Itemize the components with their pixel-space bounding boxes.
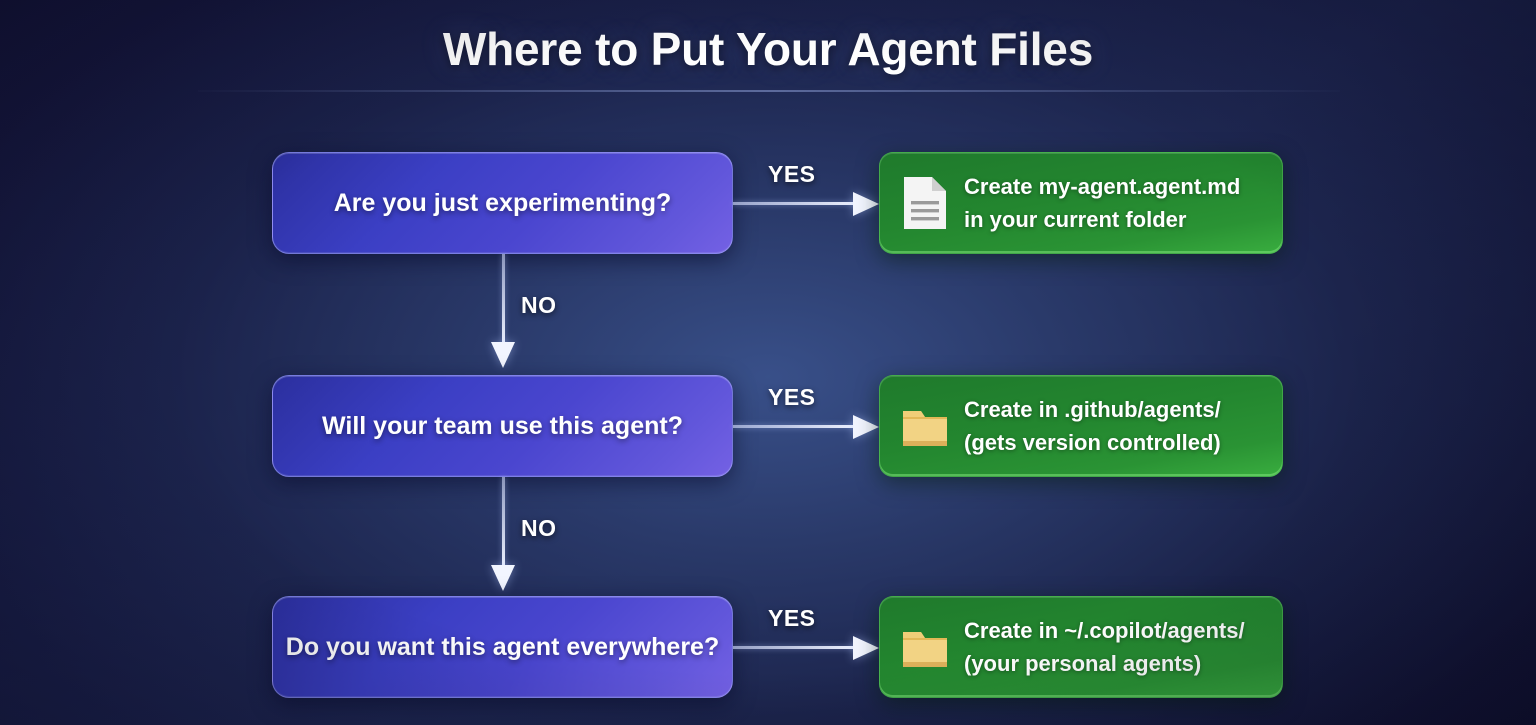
decision-box-0[interactable]: Are you just experimenting? (272, 152, 733, 254)
yes-arrow-2: YES (733, 605, 879, 660)
arrow-line (733, 202, 857, 205)
no-arrow-1: NO (483, 477, 556, 597)
arrow-line (502, 254, 505, 346)
action-text: Create in ~/.copilot/agents/ (your perso… (964, 615, 1245, 679)
action-line-2: in your current folder (964, 207, 1187, 232)
arrow-head-icon (491, 565, 515, 591)
no-label: NO (521, 515, 557, 541)
title-divider (198, 90, 1340, 92)
action-box-0[interactable]: Create my-agent.agent.md in your current… (879, 152, 1283, 254)
flow-row: Are you just experimenting? YES Create m… (0, 152, 1536, 254)
decision-label: Do you want this agent everywhere? (285, 632, 720, 661)
yes-arrow-1: YES (733, 384, 879, 439)
decision-box-2[interactable]: Do you want this agent everywhere? (272, 596, 733, 698)
decision-label: Are you just experimenting? (333, 188, 672, 217)
yes-label: YES (768, 161, 816, 187)
document-icon (904, 177, 946, 229)
arrow-line (502, 477, 505, 569)
action-line-2: (gets version controlled) (964, 430, 1221, 455)
page-title: Where to Put Your Agent Files (442, 23, 1094, 75)
arrow-line (733, 646, 857, 649)
arrow-line (733, 425, 857, 428)
flow-row: Do you want this agent everywhere? YES C… (0, 596, 1536, 698)
yes-label: YES (768, 384, 816, 410)
flow-row: Will your team use this agent? YES Creat… (0, 375, 1536, 477)
yes-label: YES (768, 605, 816, 631)
yes-arrow-0: YES (733, 161, 879, 216)
action-line-2: (your personal agents) (964, 651, 1202, 676)
decision-label: Will your team use this agent? (322, 411, 683, 440)
arrow-head-icon (853, 636, 879, 660)
action-text: Create in .github/agents/ (gets version … (964, 394, 1221, 458)
action-box-2[interactable]: Create in ~/.copilot/agents/ (your perso… (879, 596, 1283, 698)
decision-box-1[interactable]: Will your team use this agent? (272, 375, 733, 477)
action-line-1: Create in ~/.copilot/agents/ (964, 617, 1245, 643)
no-arrow-0: NO (483, 254, 556, 374)
folder-icon (903, 632, 947, 667)
no-label: NO (521, 292, 557, 318)
action-line-1: Create my-agent.agent.md (964, 173, 1241, 199)
arrow-head-icon (853, 415, 879, 439)
folder-icon (903, 411, 947, 446)
action-text: Create my-agent.agent.md in your current… (964, 171, 1240, 235)
arrow-head-icon (491, 342, 515, 368)
arrow-head-icon (853, 192, 879, 216)
action-line-1: Create in .github/agents/ (964, 396, 1221, 422)
action-box-1[interactable]: Create in .github/agents/ (gets version … (879, 375, 1283, 477)
